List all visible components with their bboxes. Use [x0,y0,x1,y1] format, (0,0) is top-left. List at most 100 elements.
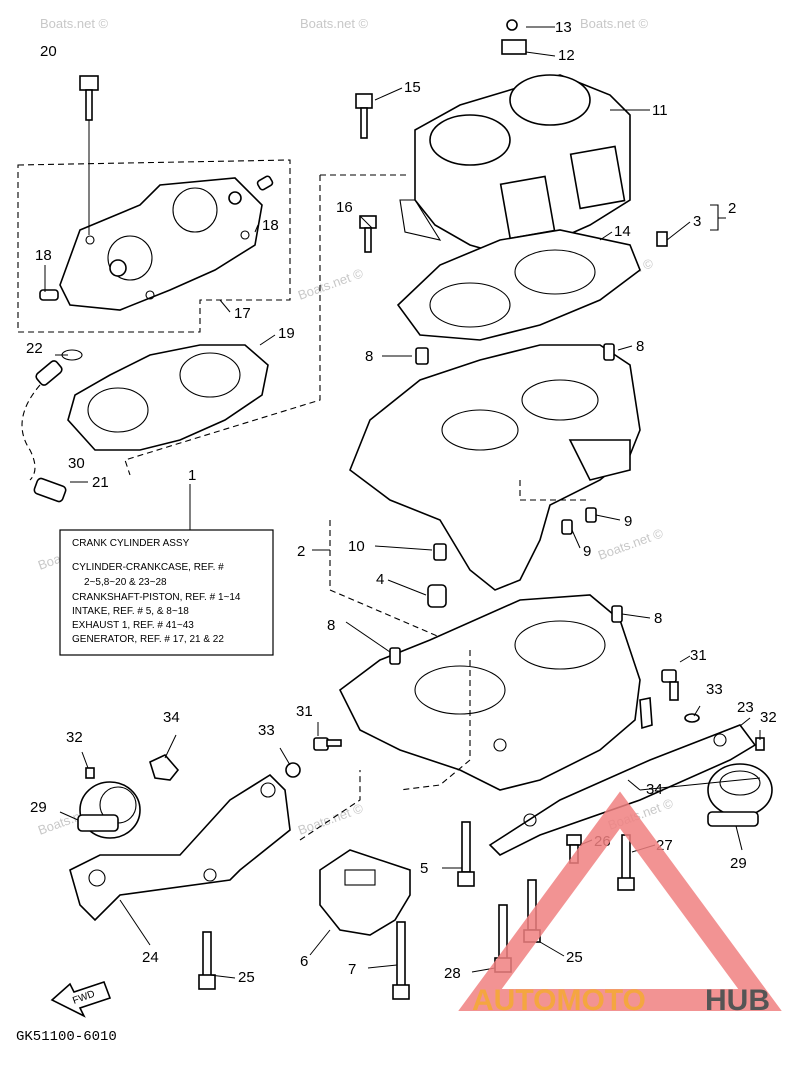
sensor-plug-icon [256,175,274,191]
engine-mount-block [319,849,411,936]
dowel-pin-icon [611,605,623,623]
callout-15: 15 [404,79,421,96]
legend-line: EXHAUST 1, REF. # 41~43 [72,620,194,631]
callout-1: 1 [188,467,196,484]
cylinder-gasket [396,229,641,341]
callout-5: 5 [420,860,428,877]
dowel-pin-icon [585,507,597,523]
callout-8-mid-left: 8 [327,617,335,634]
callout-28: 28 [444,965,461,982]
callout-33-right: 33 [706,681,723,698]
callout-9-right: 9 [624,513,632,530]
bolt-icon [85,767,95,779]
bearing-icon [427,584,447,608]
engine-mount-bracket-left [69,773,291,922]
lower-crankcase [338,594,641,791]
callout-4: 4 [376,571,384,588]
callout-32-right: 32 [760,709,777,726]
bolt-icon [313,737,342,751]
bolt-icon [198,931,216,990]
callout-2-mid: 2 [297,543,305,560]
legend-line: 2~5,8~20 & 23~28 [84,577,167,588]
callout-18-left: 18 [35,247,52,264]
watermark-text: Boats.net © [580,16,649,31]
bolt-icon [359,215,377,253]
watermark-text: Boats.net © [300,16,369,31]
callout-17: 17 [234,305,251,322]
callout-25-left: 25 [238,969,255,986]
bolt-icon [661,669,679,701]
callout-13: 13 [555,19,572,36]
callout-6: 6 [300,953,308,970]
watermark-text: Boats.net © [596,525,666,563]
legend-line: CRANKSHAFT-PISTON, REF. # 1~14 [72,592,241,603]
callout-2-top: 2 [728,200,736,217]
washer-icon [285,762,301,778]
group-boundary-line [124,174,410,476]
callout-labels: 13 12 20 15 11 16 3 2 14 18 18 17 19 22 … [26,19,777,986]
legend-title: CRANK CYLINDER ASSY [72,538,190,549]
bolt-icon [392,921,410,1000]
dowel-pin-icon [561,519,573,535]
temperature-sensor-icon [33,477,67,503]
callout-7: 7 [348,961,356,978]
callout-11: 11 [652,102,668,119]
callout-25-right: 25 [566,949,583,966]
callout-21: 21 [92,474,109,491]
callout-8-top-left: 8 [365,348,373,365]
upper-crankcase [349,344,641,591]
logo-text-secondary: HUB [705,984,770,1017]
callout-9-lower: 9 [583,543,591,560]
dowel-pin-icon [603,343,615,361]
callout-34-right: 34 [646,781,663,798]
washer-icon [684,713,700,723]
dowel-pin-icon [433,543,447,561]
sensor-wire [21,384,41,481]
callout-29-left: 29 [30,799,47,816]
automotohub-logo: AUTOMOTO HUB [458,791,782,1017]
callout-18-right: 18 [262,217,279,234]
callout-30: 30 [68,455,85,472]
callout-14: 14 [614,223,631,240]
cylinder-block [399,74,631,256]
engine-mount-bracket-right [488,724,757,856]
group-boundary-line [519,480,590,501]
legend-line: CYLINDER-CRANKCASE, REF. # [72,562,224,573]
assembly-legend-box: CRANK CYLINDER ASSY CYLINDER-CRANKCASE, … [59,529,274,656]
callout-24: 24 [142,949,159,966]
callout-32-left: 32 [66,729,83,746]
logo-text-primary: AUTOMOTO [472,984,646,1017]
clip-icon [149,754,180,781]
callout-23: 23 [737,699,754,716]
group-boundary-line [299,770,361,841]
callout-31-right: 31 [690,647,707,664]
callout-19: 19 [278,325,295,342]
dowel-pin-icon [389,647,401,665]
callout-10: 10 [348,538,365,555]
callout-22: 22 [26,340,43,357]
rubber-mount-right [707,763,773,827]
watermark-text: Boats.net © [296,800,366,838]
legend-line: GENERATOR, REF. # 17, 21 & 22 [72,634,224,645]
bolt-icon [79,75,99,121]
callout-33-left: 33 [258,722,275,739]
callout-31-left: 31 [296,703,313,720]
dowel-pin-icon [656,231,668,247]
rubber-mount-left [77,781,141,839]
callout-16: 16 [336,199,353,216]
callout-3: 3 [693,213,701,230]
callout-29-right: 29 [730,855,747,872]
leader-lines [44,26,761,979]
callout-34-left: 34 [163,709,180,726]
bracket-icon [501,39,527,55]
forward-arrow-icon: FWD [50,980,112,1018]
logo-triangle-icon [458,791,782,1011]
head-gasket [67,344,269,451]
sensor-icon [35,360,63,386]
group-boundary-line [329,520,471,651]
bolt-icon [457,821,475,887]
sensor-plug-icon [39,289,59,301]
hose-icon [639,697,653,730]
callout-20: 20 [40,43,57,60]
